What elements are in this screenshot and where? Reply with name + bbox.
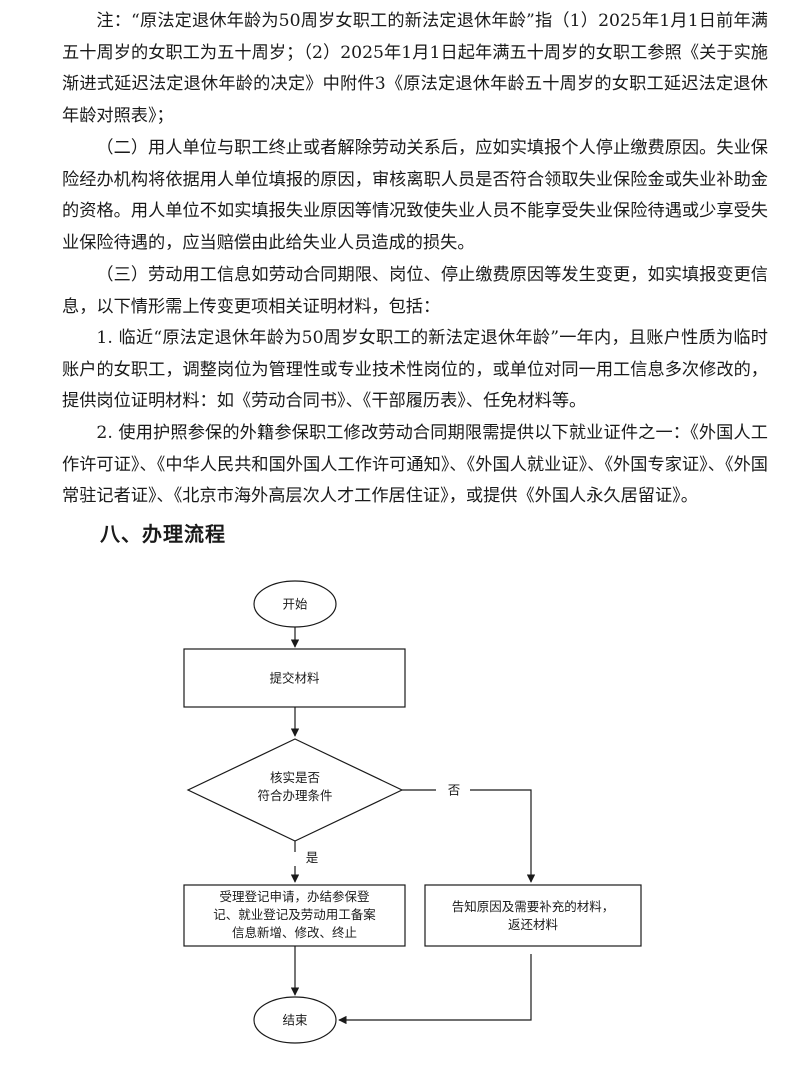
yes-label: 是: [306, 850, 319, 865]
no-branch-line-2: [470, 789, 536, 883]
end-node: [253, 996, 337, 1044]
decision-label-line2: 符合办理条件: [257, 788, 332, 803]
reject-label-line2: 返还材料: [508, 917, 559, 932]
start-label: 开始: [282, 597, 308, 612]
submit-label: 提交材料: [269, 671, 320, 686]
paragraph-item-2: 2. 使用护照参保的外籍参保职工修改劳动合同期限需提供以下就业证件之一：《外国人…: [62, 423, 768, 507]
decision-label-line1: 核实是否: [270, 770, 320, 785]
paragraph-change-info: （三）劳动用工信息如劳动合同期限、岗位、停止缴费原因等发生变更，如实填报变更信息…: [62, 265, 768, 317]
accept-label-line1: 受理登记申请，办结参保登: [219, 889, 370, 904]
reject-node: [424, 884, 642, 947]
paragraph-termination: （二）用人单位与职工终止或者解除劳动关系后，应如实填报个人停止缴费原因。失业保险…: [62, 138, 768, 254]
note-paragraph: 注：“原法定退休年龄为50周岁女职工的新法定退休年龄”指（1）2025年1月1日…: [62, 11, 768, 127]
accept-label-line3: 信息新增、修改、终止: [232, 925, 357, 940]
end-label: 结束: [282, 1013, 308, 1028]
paragraph-item-1: 1. 临近“原法定退休年龄为50周岁女职工的新法定退休年龄”一年内，且账户性质为…: [62, 328, 768, 412]
accept-label-line2: 记、就业登记及劳动用工备案: [213, 907, 376, 922]
section-heading: 八、办理流程: [100, 522, 226, 546]
no-label: 否: [448, 783, 461, 798]
arrow-reject-to-end: [338, 954, 532, 1025]
reject-label-line1: 告知原因及需要补充的材料，: [452, 899, 615, 914]
